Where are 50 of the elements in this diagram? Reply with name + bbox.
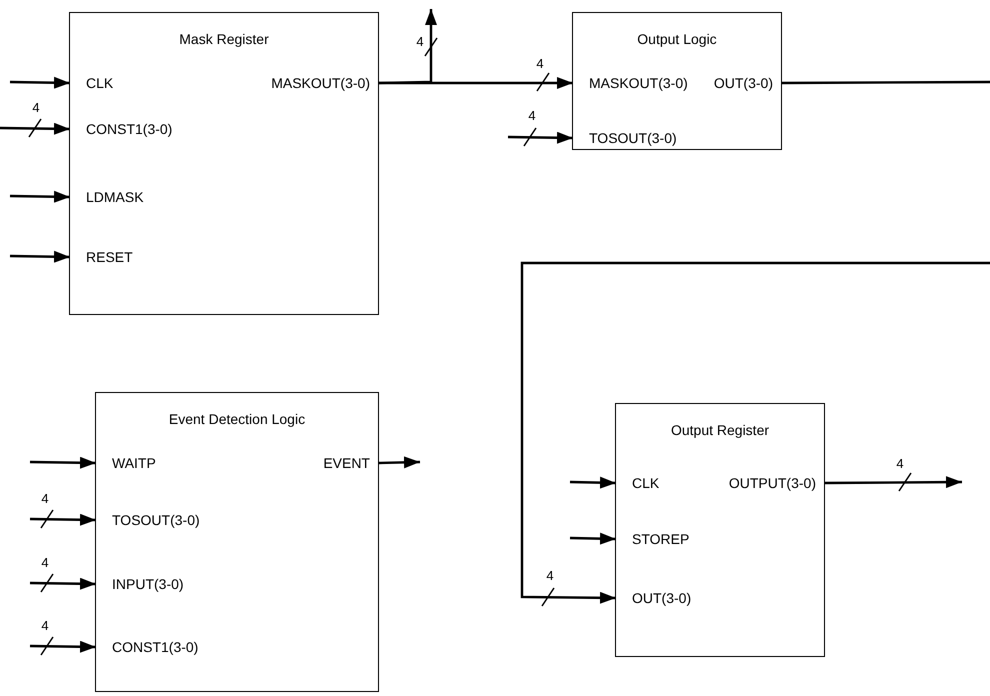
port-label: WAITP: [96, 453, 156, 473]
port-label: EVENT: [323, 453, 378, 473]
bus-arrow: [30, 640, 96, 653]
bus-width-label: 4: [528, 109, 536, 123]
block-title: Event Detection Logic: [168, 410, 306, 429]
port-label: TOSOUT(3-0): [96, 510, 200, 530]
bus-arrow: [30, 514, 96, 526]
port-label: STOREP: [616, 529, 690, 549]
bus-arrow: [520, 262, 990, 604]
bus-width-label: 4: [41, 619, 49, 633]
port-label: CLK: [616, 473, 660, 493]
block-box: [572, 12, 782, 150]
signal-arrow: [570, 532, 616, 545]
signal-arrow: [378, 456, 420, 468]
port-label: CONST1(3-0): [70, 119, 172, 139]
bus-width-label: 4: [546, 569, 554, 583]
bus-width-label: 4: [896, 457, 904, 471]
port-label: OUT(3-0): [714, 73, 781, 93]
block-title: Mask Register: [179, 30, 269, 49]
bus-arrow: [30, 578, 96, 590]
signal-arrow: [30, 456, 96, 469]
block-title: Output Register: [670, 421, 770, 440]
bus-arrow: [508, 132, 574, 144]
block-title: Output Logic: [637, 30, 717, 49]
signal-arrow: [570, 476, 616, 489]
port-label: MASKOUT(3-0): [271, 73, 378, 93]
port-label: MASKOUT(3-0): [573, 73, 688, 93]
bus-width-label: 4: [41, 556, 49, 570]
port-label: OUT(3-0): [616, 588, 692, 608]
bus-arrow: [378, 9, 437, 84]
bus-arrow: [824, 476, 962, 488]
signal-arrow: [10, 250, 70, 263]
port-label: TOSOUT(3-0): [573, 128, 677, 148]
block-box: [615, 403, 825, 657]
port-label: OUTPUT(3-0): [728, 473, 824, 493]
signal-arrow: [10, 190, 70, 203]
port-label: CONST1(3-0): [96, 637, 198, 657]
wire: [781, 80, 990, 84]
bus-width-label: 4: [536, 57, 544, 71]
bus-width-label: 4: [32, 101, 40, 115]
bus-arrow: [0, 122, 70, 135]
port-label: LDMASK: [70, 187, 144, 207]
port-label: CLK: [70, 73, 114, 93]
bus-width-label: 4: [416, 35, 424, 49]
block-box: [69, 12, 379, 315]
bus-width-label: 4: [41, 492, 49, 506]
signal-arrow: [10, 76, 70, 89]
block-box: [95, 392, 379, 692]
port-label: RESET: [70, 247, 133, 267]
port-label: INPUT(3-0): [96, 574, 184, 594]
